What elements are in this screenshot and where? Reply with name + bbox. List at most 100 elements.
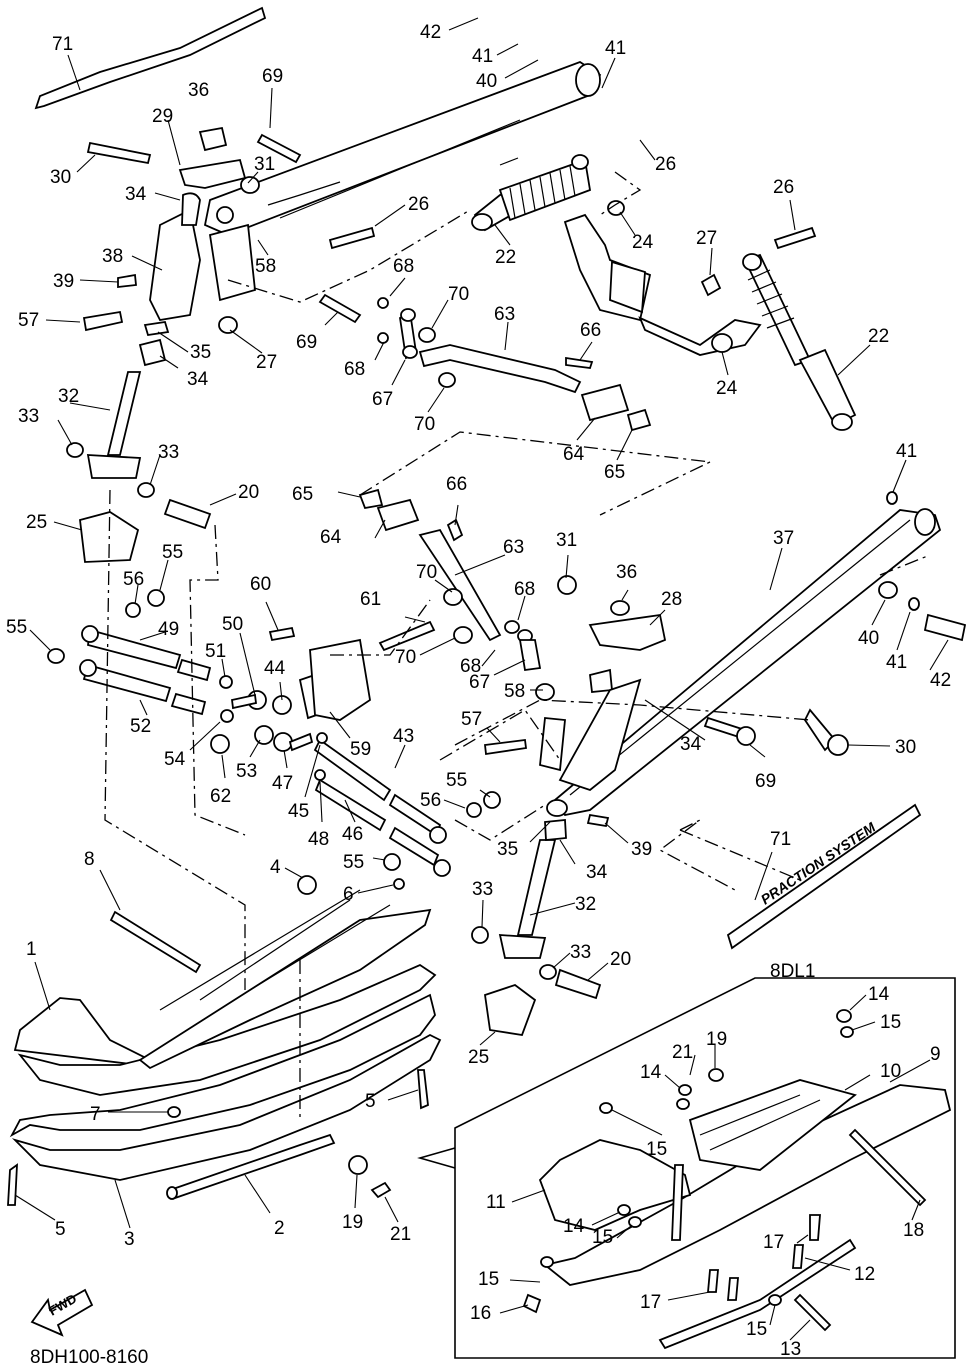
callout: 41 bbox=[886, 652, 907, 673]
callout: 35 bbox=[497, 839, 518, 860]
callout: 52 bbox=[130, 716, 151, 737]
callout: 66 bbox=[580, 320, 601, 341]
callout: 15 bbox=[646, 1139, 667, 1160]
callout: 49 bbox=[158, 619, 179, 640]
callout: 55 bbox=[162, 542, 183, 563]
callout: 42 bbox=[420, 22, 441, 43]
callout: 26 bbox=[408, 194, 429, 215]
callout: 65 bbox=[604, 462, 625, 483]
callout: 48 bbox=[308, 829, 329, 850]
callout: 20 bbox=[238, 482, 259, 503]
callout: 7 bbox=[90, 1104, 101, 1125]
callout: 2 bbox=[274, 1218, 285, 1239]
callout: 58 bbox=[255, 256, 276, 277]
callout: 56 bbox=[123, 569, 144, 590]
callout: 54 bbox=[164, 749, 186, 770]
callout: 71 bbox=[52, 34, 73, 55]
callout: 15 bbox=[746, 1319, 767, 1340]
callout: 68 bbox=[393, 256, 414, 277]
callout: 21 bbox=[672, 1042, 693, 1063]
callout: 30 bbox=[50, 167, 71, 188]
callout: 34 bbox=[187, 369, 209, 390]
callout: 29 bbox=[152, 106, 173, 127]
callout: 39 bbox=[53, 271, 74, 292]
shock-22-right bbox=[700, 226, 857, 431]
decal-71-lower: PRACTION SYSTEM bbox=[726, 803, 922, 950]
callout: 60 bbox=[250, 574, 271, 595]
callout: 70 bbox=[448, 284, 469, 305]
callout: 17 bbox=[640, 1292, 661, 1313]
callout: 66 bbox=[446, 474, 467, 495]
reference-lines bbox=[104, 171, 931, 1120]
callout: 57 bbox=[18, 310, 39, 331]
callout: 69 bbox=[296, 332, 317, 353]
callout: 14 bbox=[563, 1216, 585, 1237]
callout: 41 bbox=[605, 38, 626, 59]
callout: 25 bbox=[468, 1047, 489, 1068]
spindle-32-center bbox=[471, 717, 610, 1037]
callout-labels: 42 41 41 40 71 69 36 29 30 31 34 38 39 5… bbox=[6, 22, 951, 1360]
callout: 21 bbox=[390, 1224, 411, 1245]
callout: 56 bbox=[420, 790, 441, 811]
callout: 64 bbox=[320, 527, 342, 548]
callout: 57 bbox=[461, 709, 482, 730]
callout: 34 bbox=[125, 184, 147, 205]
ski-assembly-left bbox=[7, 875, 442, 1206]
callout: 43 bbox=[393, 726, 414, 747]
callout: 15 bbox=[478, 1269, 499, 1290]
callout: 12 bbox=[854, 1264, 875, 1285]
callout: 40 bbox=[476, 71, 497, 92]
callout: 20 bbox=[610, 949, 631, 970]
callout: 33 bbox=[472, 879, 493, 900]
inset-label: 8DL1 bbox=[770, 961, 815, 982]
callout: 53 bbox=[236, 761, 257, 782]
callout: 70 bbox=[414, 414, 435, 435]
callout: 27 bbox=[696, 228, 717, 249]
callout: 44 bbox=[264, 658, 286, 679]
leader-lines bbox=[14, 17, 949, 1341]
callout: 39 bbox=[631, 839, 652, 860]
callout: 3 bbox=[124, 1229, 135, 1250]
callout: 22 bbox=[868, 326, 889, 347]
callout: 32 bbox=[58, 386, 79, 407]
shock-22-upper bbox=[471, 154, 592, 232]
callout: 10 bbox=[880, 1061, 901, 1082]
callout: 31 bbox=[254, 154, 275, 175]
fwd-arrow: FWD bbox=[30, 1288, 94, 1337]
callout: 55 bbox=[446, 770, 467, 791]
callout: 50 bbox=[222, 614, 243, 635]
callout: 70 bbox=[416, 562, 437, 583]
diagram-id: 8DH100-8160 bbox=[30, 1347, 148, 1368]
rocker-arm-upper bbox=[563, 200, 762, 356]
callout: 59 bbox=[350, 739, 371, 760]
callout: 28 bbox=[661, 589, 682, 610]
callout: 35 bbox=[190, 342, 211, 363]
callout: 24 bbox=[632, 232, 654, 253]
callout: 46 bbox=[342, 824, 363, 845]
callout: 5 bbox=[55, 1219, 66, 1240]
callout: 41 bbox=[472, 46, 493, 67]
callout: 51 bbox=[205, 641, 226, 662]
callout: 14 bbox=[640, 1062, 662, 1083]
callout: 33 bbox=[158, 442, 179, 463]
upper-left-bracket bbox=[82, 126, 376, 367]
callout: 6 bbox=[343, 884, 354, 905]
callout: 64 bbox=[563, 444, 585, 465]
callout: 4 bbox=[270, 857, 281, 878]
callout: 37 bbox=[773, 528, 794, 549]
callout: 16 bbox=[470, 1303, 491, 1324]
inset-8dl1: 8DL1 bbox=[417, 961, 956, 1359]
callout: 18 bbox=[903, 1220, 924, 1241]
callout: 5 bbox=[365, 1091, 376, 1112]
callout: 15 bbox=[592, 1227, 613, 1248]
callout: 63 bbox=[494, 304, 515, 325]
callout: 9 bbox=[930, 1044, 941, 1065]
callout: 55 bbox=[6, 617, 27, 638]
callout: 25 bbox=[26, 512, 47, 533]
callout: 38 bbox=[102, 246, 123, 267]
callout: 31 bbox=[556, 530, 577, 551]
spindle-32-left bbox=[66, 371, 212, 563]
main-rail-37 bbox=[553, 491, 967, 817]
callout: 26 bbox=[655, 154, 676, 175]
